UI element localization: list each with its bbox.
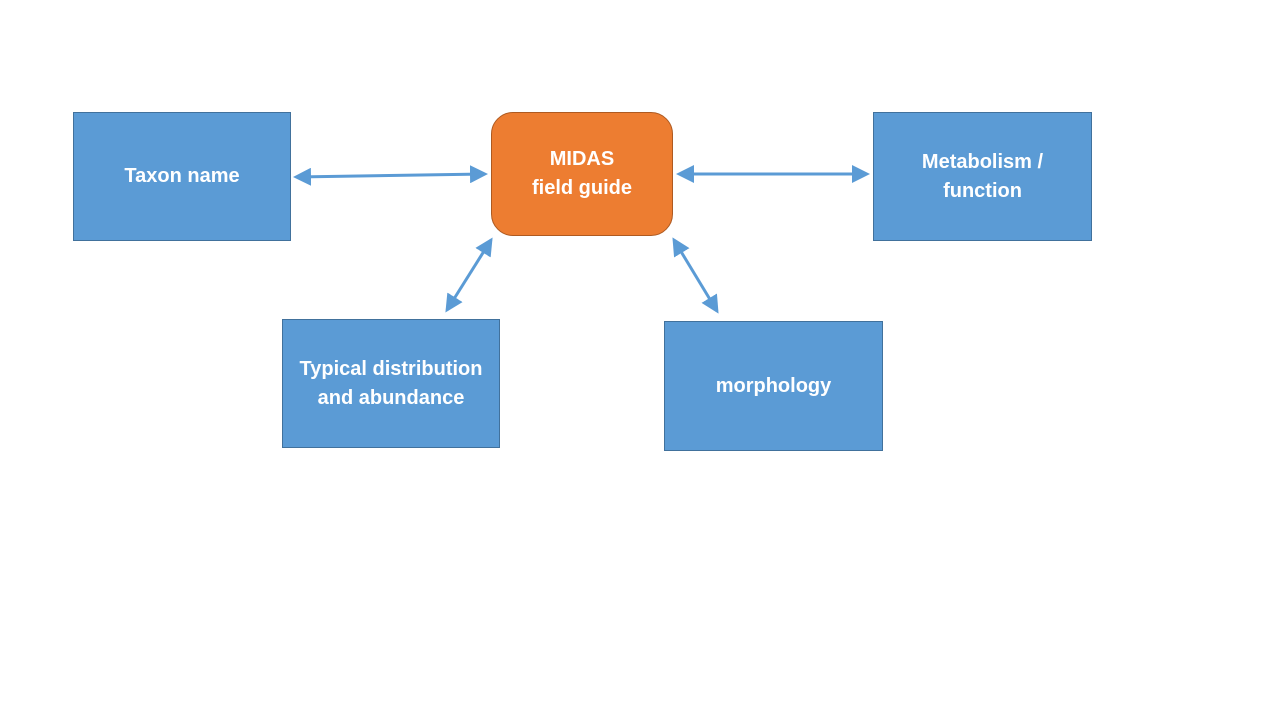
- arrow-center-morphology: [672, 237, 719, 314]
- node-taxon-name-label: Taxon name: [124, 165, 240, 187]
- node-taxon-name: Taxon name: [73, 112, 291, 241]
- node-center-label-line1: MIDAS: [549, 148, 615, 170]
- node-midas-field-guide: MIDAS field guide: [491, 112, 673, 236]
- node-distribution-label-line1: Typical distribution: [299, 357, 483, 380]
- node-distribution-label-line2: and abundance: [317, 386, 465, 409]
- node-metabolism-label-line1: Metabolism /: [921, 150, 1044, 173]
- node-morphology: morphology: [664, 321, 883, 451]
- node-center-label-line2: field guide: [532, 177, 632, 199]
- node-metabolism-label-line2: function: [943, 179, 1022, 202]
- arrow-center-distribution: [445, 237, 493, 313]
- node-typical-distribution: Typical distribution and abundance: [282, 319, 500, 448]
- node-metabolism-function: Metabolism / function: [873, 112, 1092, 241]
- node-morphology-label: morphology: [715, 374, 832, 397]
- arrow-taxon-center: [293, 165, 488, 186]
